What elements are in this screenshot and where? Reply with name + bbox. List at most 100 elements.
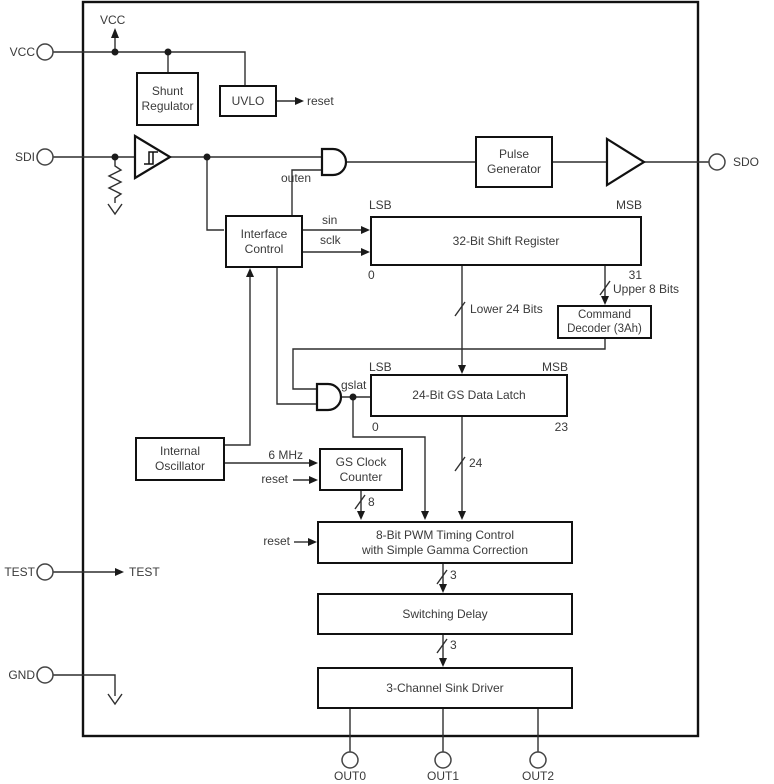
pin-circle-out0	[341, 751, 359, 769]
block-gs-clock-counter: GS Clock Counter	[319, 448, 403, 491]
arrowhead-bus8	[357, 511, 365, 520]
block-label: UVLO	[231, 93, 265, 108]
signal-label-sr-msb: MSB	[615, 198, 642, 212]
pin-label-gnd: GND	[8, 668, 35, 682]
chip-outline	[81, 0, 700, 738]
block-label: 3-Channel Sink Driver	[386, 680, 504, 695]
block-label: 8-Bit PWM Timing Control	[375, 527, 515, 542]
block-label: Regulator	[141, 99, 194, 113]
wire-gnd	[53, 674, 116, 696]
signal-label-counter-reset: reset	[261, 472, 288, 486]
pin-circle-sdo	[708, 153, 726, 171]
signal-label-lower-bits: Lower 24 Bits	[470, 302, 543, 316]
block-label: Counter	[339, 469, 383, 484]
arrowhead-upper8	[601, 296, 609, 305]
block-label: 32-Bit Shift Register	[452, 233, 560, 248]
block-pwm-timing-control: 8-Bit PWM Timing Control with Simple Gam…	[317, 521, 573, 564]
signal-label-gslat: gslat	[341, 378, 367, 392]
signal-label-latch-bit0: 0	[372, 420, 379, 434]
arrowhead-test	[115, 568, 124, 576]
block-label: Internal	[159, 444, 201, 458]
block-label: Oscillator	[154, 459, 205, 473]
arrowhead-delay-out	[439, 658, 447, 667]
signal-label-bus8: 8	[368, 495, 375, 509]
bus-slash-8	[354, 494, 366, 510]
block-label: Pulse	[498, 147, 530, 161]
signal-label-latch-msb: MSB	[541, 360, 568, 374]
pin-label-vcc: VCC	[9, 45, 35, 59]
arrowhead-counter-reset	[309, 476, 318, 484]
arrowheads	[111, 28, 609, 667]
wire-outen	[291, 169, 322, 215]
arrowhead-pwm-out	[439, 584, 447, 593]
block-interface-control: Interface Control	[225, 215, 303, 268]
signal-label-sr-bit31: 31	[628, 268, 642, 282]
pin-label-test: TEST	[4, 565, 35, 579]
pin-label-sdo: SDO	[733, 155, 760, 169]
arrowhead-bus24	[458, 511, 466, 520]
block-pulse-generator: Pulse Generator	[475, 136, 553, 188]
signal-label-latch-bit23: 23	[554, 420, 568, 434]
output-buffer-icon	[605, 137, 647, 187]
junction-dot	[349, 393, 357, 401]
block-label: Generator	[486, 162, 542, 176]
block-label: Switching Delay	[402, 606, 488, 621]
block-label: Shunt	[151, 84, 184, 98]
wire-sdi-to-interface	[206, 157, 224, 231]
wire-interface-to-and2	[276, 268, 317, 405]
wire-osc-to-interface	[225, 277, 251, 446]
pin-label-out2: OUT2	[521, 769, 554, 783]
bus-slash-24	[454, 456, 466, 472]
junction-dot	[111, 153, 119, 161]
signal-label-bus24: 24	[469, 456, 483, 470]
block-uvlo: UVLO	[219, 85, 277, 117]
signal-label-vcc-internal: VCC	[100, 13, 126, 27]
pin-circle-out2	[529, 751, 547, 769]
wire-decoder-to-and2	[292, 339, 606, 390]
pin-label-sdi: SDI	[14, 150, 35, 164]
arrowhead-vcc-up	[111, 28, 119, 38]
block-shift-register: 32-Bit Shift Register	[370, 216, 642, 266]
signal-label-pwm-reset: reset	[263, 534, 290, 548]
junction-dot	[111, 48, 119, 56]
arrowhead-uvlo-reset	[295, 97, 304, 105]
resistor-ground-arrow-icon	[107, 203, 123, 216]
bus-slash-3a	[436, 569, 448, 585]
signal-label-sclk: sclk	[320, 233, 341, 247]
arrowhead-gslat-pwm	[421, 511, 429, 520]
signal-label-bus3a: 3	[450, 568, 457, 582]
bus-slash-lower24	[454, 301, 466, 317]
hysteresis-glyph-icon	[144, 151, 158, 165]
pin-circle-vcc	[36, 43, 54, 61]
wire-gslat-to-pwm	[352, 397, 426, 512]
hysteresis-stroke	[148, 151, 158, 164]
block-internal-oscillator: Internal Oscillator	[135, 437, 225, 481]
junction-dots	[111, 48, 357, 401]
block-label: Control	[244, 241, 284, 256]
block-gs-data-latch: 24-Bit GS Data Latch	[370, 374, 568, 417]
arrowhead-pwm-reset	[308, 538, 317, 546]
junction-dot	[164, 48, 172, 56]
and-gate-outen-icon	[320, 147, 348, 177]
signal-label-upper-bits: Upper 8 Bits	[613, 282, 680, 296]
pin-label-out1: OUT1	[426, 769, 459, 783]
signal-label-bus3b: 3	[450, 638, 457, 652]
arrowhead-lower24	[458, 365, 466, 374]
bus-slash-3b	[436, 638, 448, 654]
block-label: with Simple Gamma Correction	[361, 542, 529, 557]
junction-dot	[203, 153, 211, 161]
pin-circle-out1	[434, 751, 452, 769]
and-gate-gslat-icon	[315, 382, 343, 412]
arrowhead-sclk	[361, 248, 370, 256]
block-command-decoder: Command Decoder (3Ah)	[557, 305, 652, 339]
pin-label-out0: OUT0	[333, 769, 366, 783]
block-label: Command	[577, 309, 632, 321]
signal-label-sr-lsb: LSB	[369, 198, 392, 212]
bus-slash-upper8	[599, 280, 611, 296]
block-label: GS Clock	[335, 454, 387, 469]
block-shunt-regulator: Shunt Regulator	[136, 72, 199, 126]
block-label: Interface	[240, 226, 288, 241]
arrowhead-6mhz	[309, 459, 318, 467]
signal-label-sin: sin	[322, 213, 338, 227]
